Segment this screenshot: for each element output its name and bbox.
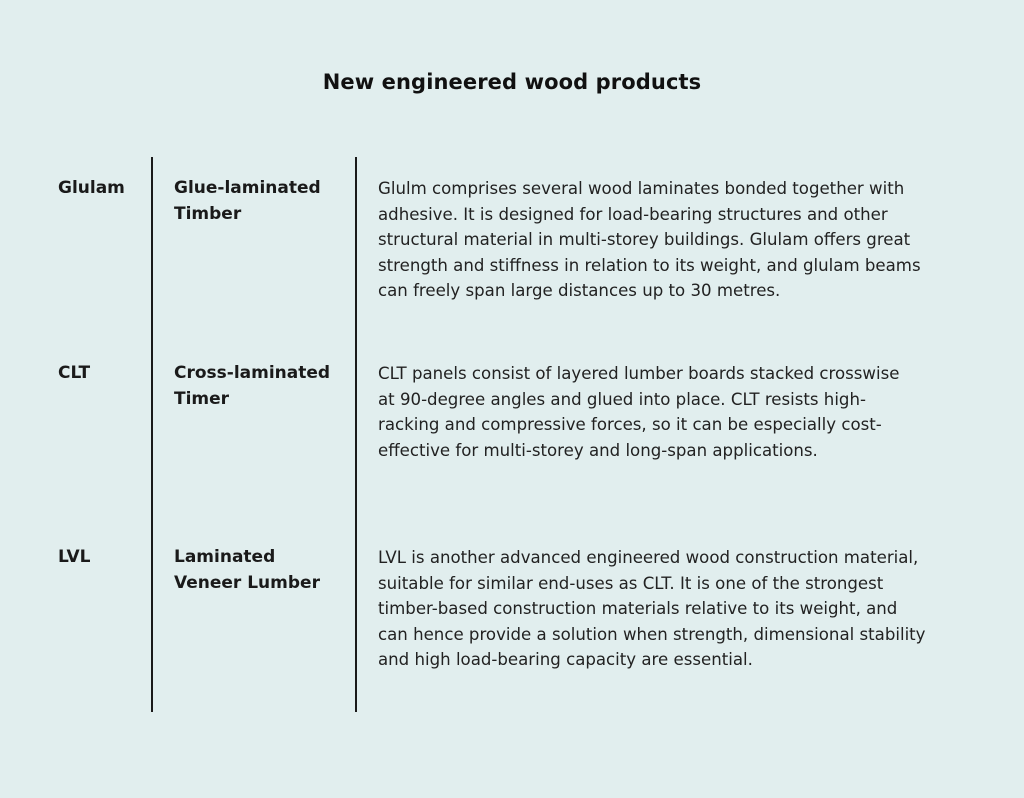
row-full-name-line: Glue-laminated [174,178,321,198]
row-description: Glulm comprises several wood laminates b… [378,176,968,304]
row-abbreviation: LVL [58,547,91,567]
row-description-line: strength and stiffness in relation to it… [378,255,921,275]
column-divider-left [151,157,153,712]
row-description-line: suitable for similar end-uses as CLT. It… [378,573,884,593]
row-description-line: adhesive. It is designed for load-bearin… [378,204,888,224]
row-description-line: CLT panels consist of layered lumber boa… [378,364,900,383]
row-description: CLT panels consist of layered lumber boa… [378,361,968,463]
row-description-line: can freely span large distances up to 30… [378,281,781,301]
row-description-line: at 90-degree angles and glued into place… [378,389,866,409]
row-description-line: racking and compressive forces, so it ca… [378,415,882,435]
row-description-line: structural material in multi-storey buil… [378,230,911,250]
row-abbreviation: CLT [58,363,91,383]
row-description: LVL is another advanced engineered wood … [378,545,968,673]
row-full-name: Glue-laminated Timber [174,176,344,227]
row-description-line: and high load-bearing capacity are essen… [378,650,753,670]
row-abbreviation: Glulam [58,178,125,198]
row-description-line: effective for multi-storey and long-span… [378,440,818,460]
row-description-line: LVL is another advanced engineered wood … [378,548,919,567]
page-title: New engineered wood products [322,70,702,94]
row-full-name: Laminated Veneer Lumber [174,545,344,596]
row-full-name-line: Cross-laminated [174,363,331,383]
column-divider-right [355,157,357,712]
row-full-name-line: Timber [174,203,242,224]
row-full-name-line: Veneer Lumber [174,572,320,593]
row-description-line: can hence provide a solution when streng… [378,624,926,644]
row-full-name: Cross-laminated Timer [174,361,344,412]
row-description-line: Glulm comprises several wood laminates b… [378,179,905,198]
row-full-name-line: Laminated [174,547,276,567]
row-description-line: timber-based construction materials rela… [378,599,898,619]
row-full-name-line: Timer [174,388,230,409]
